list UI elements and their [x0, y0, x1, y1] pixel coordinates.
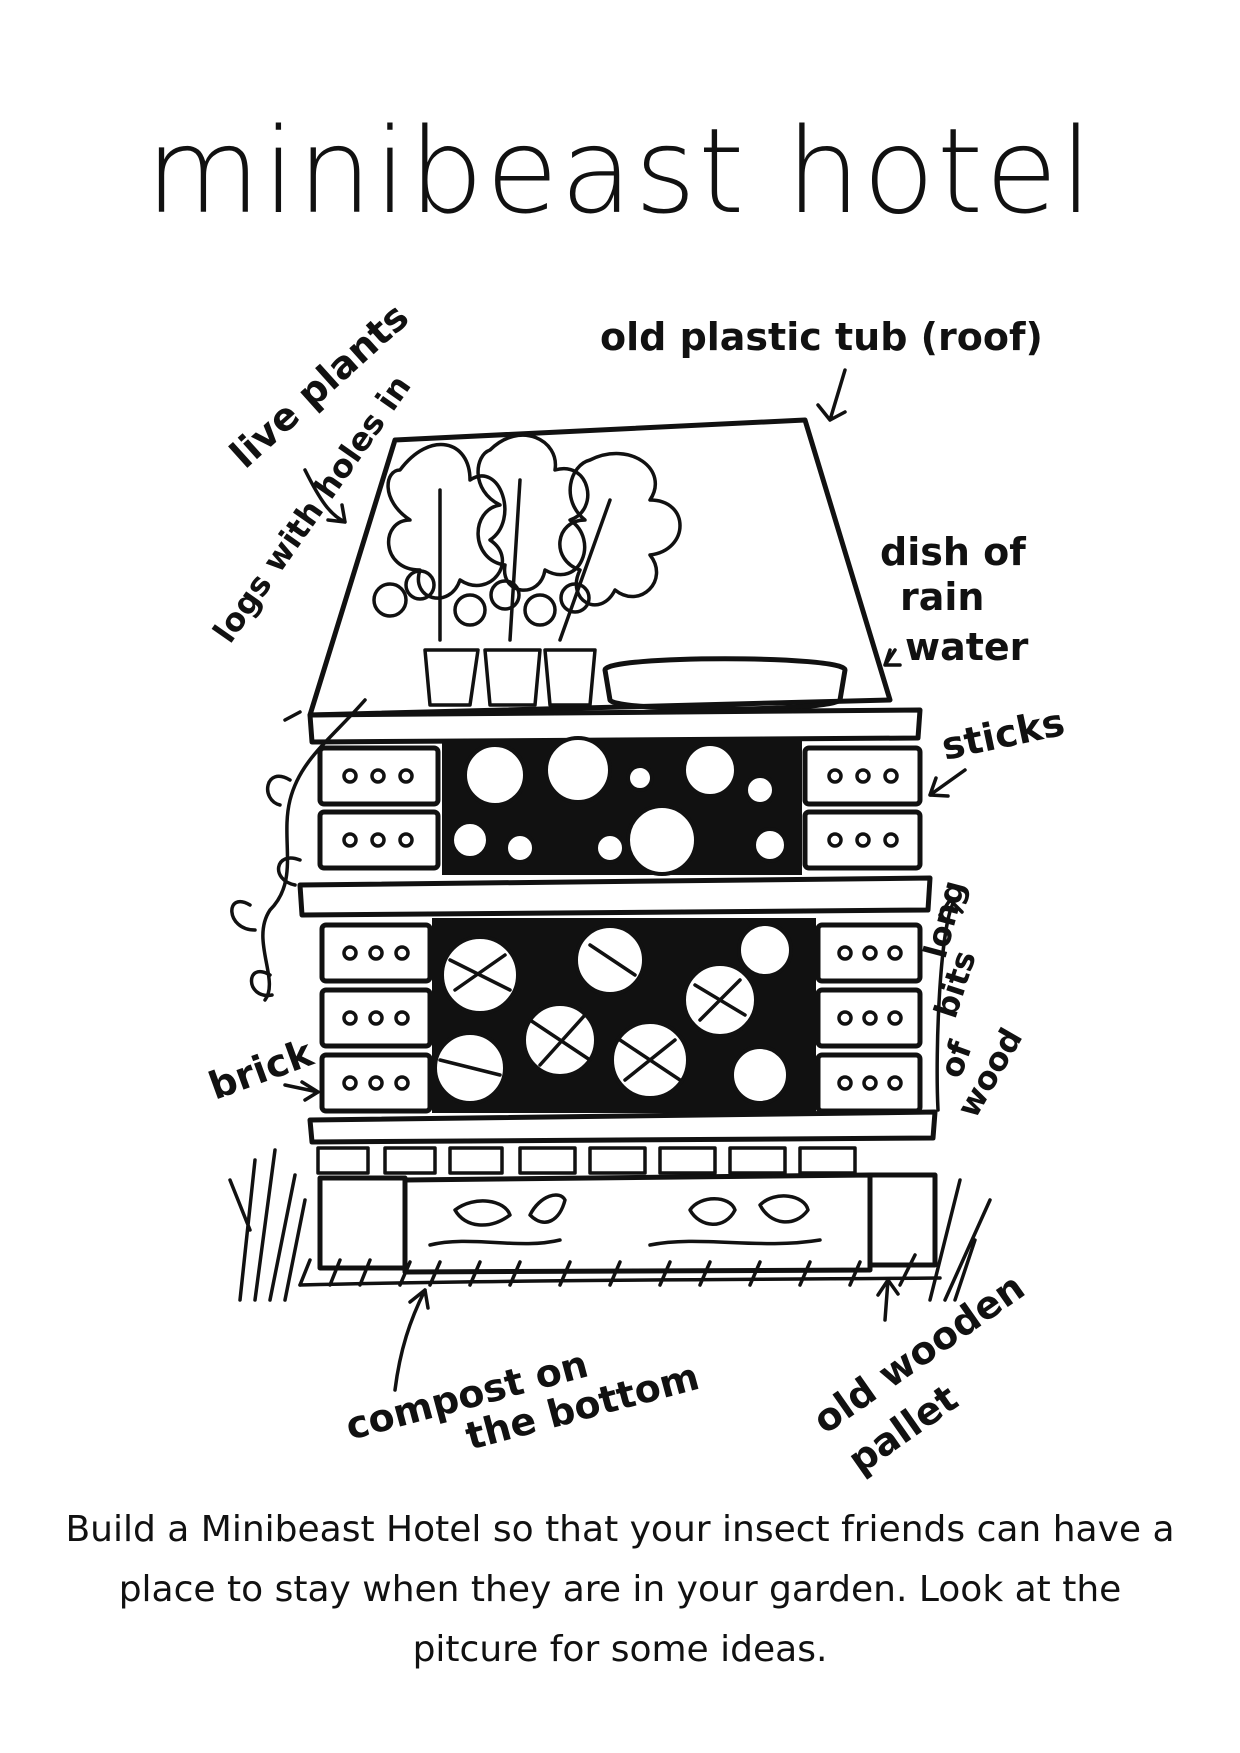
logs-section [432, 918, 816, 1113]
bottom-shelf [307, 1109, 938, 1145]
label-sticks: sticks [938, 700, 1069, 769]
brick-arrow [283, 1080, 320, 1102]
compost [428, 1193, 822, 1247]
label-brick: brick [203, 1030, 319, 1108]
label-dish-line1: dish of [880, 530, 1026, 574]
upper-right-bricks [802, 745, 923, 871]
rain-water-dish [602, 656, 848, 712]
live-plants [372, 433, 682, 707]
dish-arrow [883, 648, 902, 667]
grass [228, 1148, 992, 1302]
lower-left-bricks [319, 922, 433, 1114]
compost-arrow [393, 1288, 430, 1392]
roof-arrow [816, 368, 847, 422]
label-roof: old plastic tub (roof) [600, 315, 1043, 359]
middle-shelf [297, 875, 933, 918]
annotation-arrows [283, 368, 967, 1392]
wooden-pallet [316, 1146, 938, 1275]
caption: Build a Minibeast Hotel so that your ins… [65, 1509, 1175, 1670]
sticks-arrow [928, 768, 967, 798]
upper-left-bricks [317, 745, 441, 871]
label-dish-line2: rain [900, 575, 984, 619]
label-long-wood-1: long [916, 876, 973, 962]
page-title: minibeast hotel [145, 102, 1095, 240]
top-shelf [307, 707, 923, 745]
label-dish-line3: water [905, 625, 1029, 669]
sticks-section [442, 736, 802, 876]
logs-arrow [283, 710, 302, 722]
pallet-arrow [876, 1278, 900, 1322]
long-wood-arrow [935, 898, 964, 1112]
plastic-tub-roof [307, 417, 893, 718]
plants-arrow [303, 468, 347, 524]
lower-right-bricks [815, 922, 923, 1114]
vine [230, 698, 367, 1002]
